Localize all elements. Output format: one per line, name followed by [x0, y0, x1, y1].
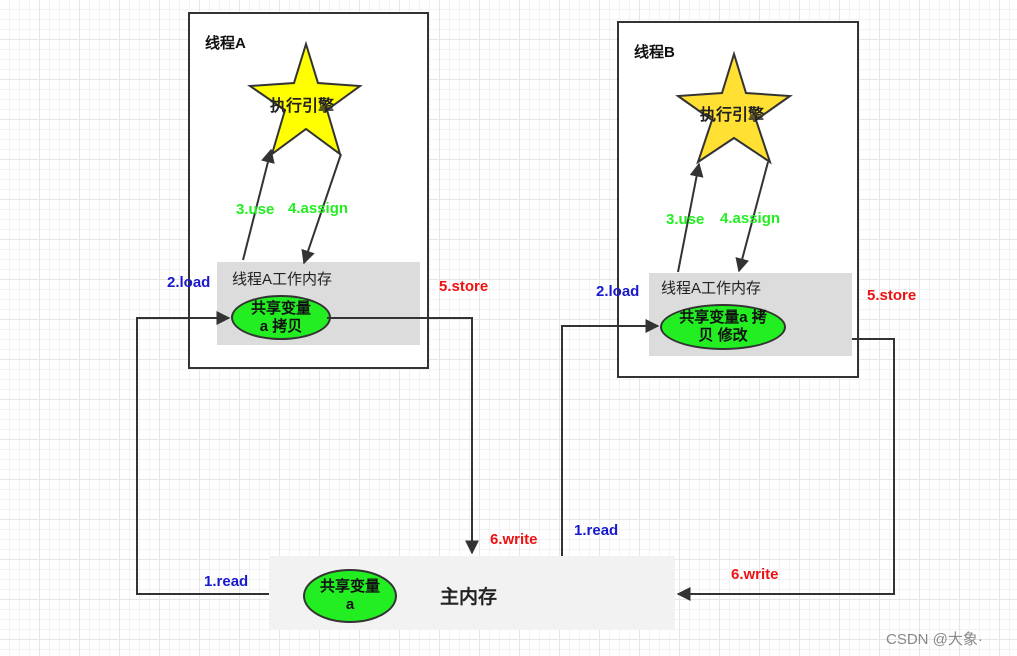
thread-b-engine-label: 执行引擎	[700, 107, 765, 124]
thread-a-write-label: 6.write	[490, 531, 538, 548]
thread-a-read-load-arrow	[136, 311, 269, 595]
thread-a-use-label: 3.use	[236, 201, 275, 218]
thread-a-work-memory-title: 线程A工作内存	[232, 271, 333, 288]
thread-a-store-write-arrow	[327, 317, 479, 555]
thread-a-assign-arrow	[301, 153, 342, 265]
thread-a-read-label: 1.read	[204, 573, 249, 590]
thread-b-shared-copy: 共享变量a 拷 贝 修改	[660, 304, 786, 350]
thread-a-shared-copy: 共享变量 a 拷贝	[231, 295, 331, 340]
thread-b-engine-star	[675, 50, 793, 165]
thread-a-assign-label: 4.assign	[288, 200, 349, 217]
thread-b-assign-label: 4.assign	[720, 210, 781, 227]
thread-b-read-label: 1.read	[574, 522, 619, 539]
thread-b-store-write-arrow	[676, 338, 895, 601]
thread-b-assign-arrow	[735, 161, 769, 273]
thread-b-use-label: 3.use	[666, 211, 705, 228]
thread-b-write-label: 6.write	[731, 566, 779, 583]
thread-b-read-load-arrow	[561, 319, 660, 556]
main-shared-var: 共享变量 a	[303, 569, 397, 623]
thread-a-title: 线程A	[205, 35, 246, 52]
thread-a-load-label: 2.load	[167, 274, 211, 291]
thread-b-use-arrow	[677, 162, 704, 273]
thread-b-load-label: 2.load	[596, 283, 640, 300]
thread-b-title: 线程B	[634, 44, 675, 61]
thread-b-store-label: 5.store	[867, 287, 917, 304]
thread-a-use-arrow	[242, 148, 275, 261]
thread-a-engine-star	[247, 40, 363, 157]
watermark: CSDN @大象·	[886, 631, 983, 648]
thread-a-engine-label: 执行引擎	[270, 98, 335, 115]
main-memory-title: 主内存	[440, 587, 498, 608]
thread-b-work-memory-title: 线程A工作内存	[661, 280, 762, 297]
thread-a-store-label: 5.store	[439, 278, 489, 295]
